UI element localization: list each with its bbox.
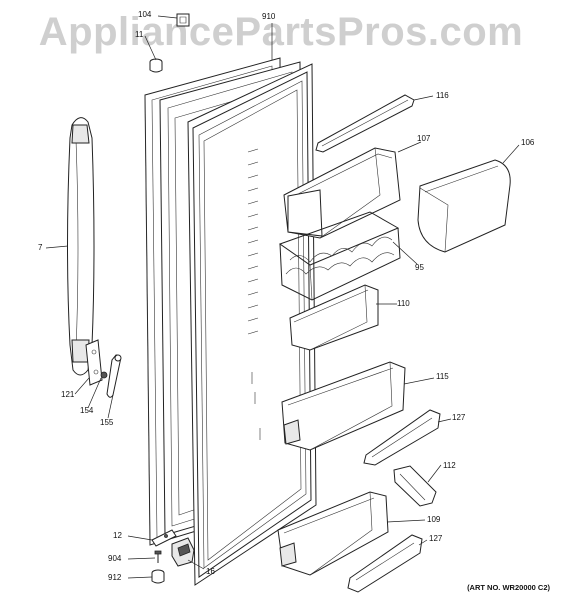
part-154-screw <box>100 371 108 379</box>
callout-12: 12 <box>113 531 122 540</box>
callout-95: 95 <box>415 263 424 272</box>
art-number: (ART NO. WR20000 C2) <box>467 583 550 592</box>
part-7-handle <box>67 117 95 376</box>
callout-11: 11 <box>135 30 144 39</box>
part-116-trim <box>315 94 415 153</box>
callout-155: 155 <box>100 418 114 427</box>
callout-104: 104 <box>138 10 152 19</box>
part-155-clip <box>106 354 122 398</box>
leader-lines <box>45 15 520 579</box>
part-904-screw <box>154 550 162 563</box>
part-104-plate <box>176 13 190 27</box>
part-127-front-upper <box>363 409 441 466</box>
callout-127-lower: 127 <box>429 534 443 543</box>
part-11-plug <box>149 58 163 73</box>
callout-154: 154 <box>80 406 94 415</box>
door-gasket <box>187 63 317 586</box>
callout-110: 110 <box>397 299 410 308</box>
callout-7: 7 <box>38 243 43 252</box>
part-107-bin <box>283 147 401 239</box>
callout-116: 116 <box>436 91 449 100</box>
callout-16: 16 <box>206 567 215 576</box>
part-16-hinge <box>171 537 195 567</box>
part-110-bin <box>289 284 379 351</box>
part-912-bushing <box>151 569 165 584</box>
callout-904: 904 <box>108 554 122 563</box>
callout-109: 109 <box>427 515 441 524</box>
callout-127-upper: 127 <box>452 413 466 422</box>
callout-115: 115 <box>436 372 449 381</box>
callout-910: 910 <box>262 12 276 21</box>
watermark: AppliancePartsPros.com <box>38 10 524 54</box>
part-106-cover <box>417 159 511 253</box>
callout-121: 121 <box>61 390 75 399</box>
liner-shelf-ribs <box>247 148 261 440</box>
part-109-bin <box>277 491 389 576</box>
part-112-clip <box>393 465 437 507</box>
callout-112: 112 <box>443 461 456 470</box>
callout-912: 912 <box>108 573 122 582</box>
callout-107: 107 <box>417 134 431 143</box>
part-127-front-lower <box>347 534 423 593</box>
callout-106: 106 <box>521 138 535 147</box>
part-115-bin <box>281 361 406 451</box>
part-121-screw <box>85 339 103 386</box>
part-12-hinge-plate <box>151 529 177 547</box>
